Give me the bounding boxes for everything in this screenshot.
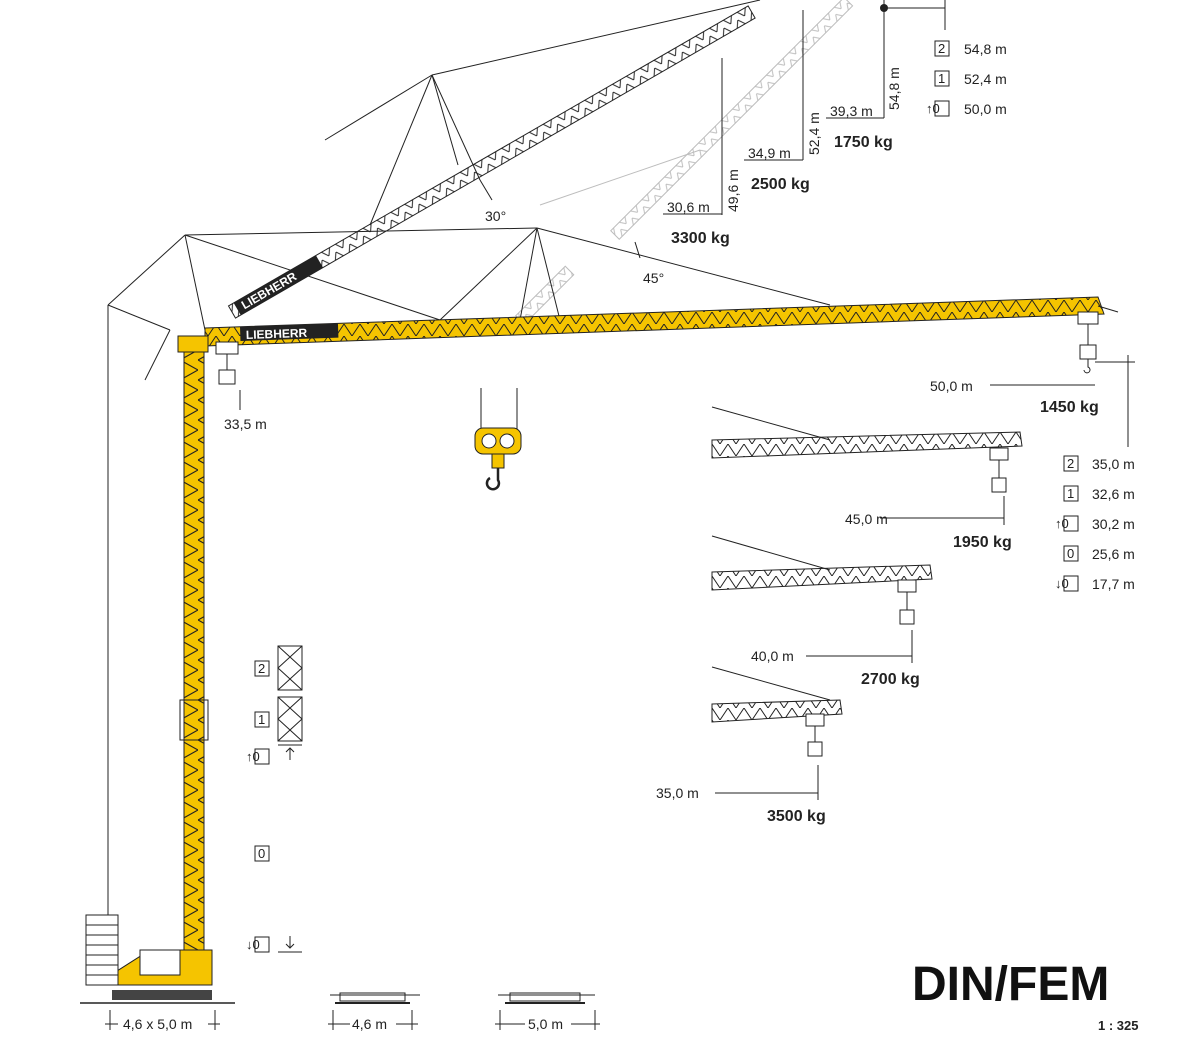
variant-45-radius: 45,0 m [845,511,888,527]
height-54-8: 54,8 m [886,67,902,110]
h45-value-0: 50,0 m [964,101,1007,117]
height-49-6: 49,6 m [725,169,741,212]
radius-50-0: 50,0 m [930,378,973,394]
base-dimensions: 4,6 x 5,0 m 4,6 m 5,0 m [105,992,600,1033]
load-1450: 1450 kg [1040,399,1099,416]
tower-mark-0: 0 [258,846,265,861]
jib-45-ghost [515,0,854,325]
base-46-label: 4,6 m [352,1016,387,1032]
standard-title: DIN/FEM [912,958,1109,1011]
hh-mark-down0: ↓0 [1055,576,1069,591]
hook-top-icon [880,4,888,12]
hh-value-1: 32,6 m [1092,486,1135,502]
jib-horizontal: LIEBHERR [107,227,1119,385]
h45-mark-1: 1 [938,71,945,86]
tower-mark-2: 2 [258,661,265,676]
tower-mast [80,304,235,1004]
jib-variant-45: 45,0 m 1950 kg [711,406,1023,551]
hh-value-down0: 17,7 m [1092,576,1135,592]
radius-34-9: 34,9 m [748,145,791,161]
hh-value-up0: 30,2 m [1092,516,1135,532]
base-main-label: 4,6 x 5,0 m [123,1016,192,1032]
variant-45-load: 1950 kg [953,534,1012,551]
jib-horizontal-brand: LIEBHERR [246,326,308,342]
height-52-4: 52,4 m [806,112,822,155]
tower-section-marks: 2 1 ↑0 0 ↓0 [246,645,303,953]
tower-mark-up0: ↑0 [246,749,260,764]
variant-35-radius: 35,0 m [656,785,699,801]
tower-mark-1: 1 [258,712,265,727]
h45-value-1: 52,4 m [964,71,1007,87]
hook-block-icon [474,388,522,491]
jib-45-height-list: 2 54,8 m 1 52,4 m ↑0 50,0 m [926,40,1007,117]
hh-mark-0: 0 [1067,546,1074,561]
hh-value-0: 25,6 m [1092,546,1135,562]
hh-value-2: 35,0 m [1092,456,1135,472]
variant-40-load: 2700 kg [861,671,920,688]
jib-45-dimensions: 54,8 m 52,4 m 49,6 m 39,3 m 34,9 m 30,6 … [663,0,946,247]
variant-40-radius: 40,0 m [751,648,794,664]
load-2500: 2500 kg [751,176,810,193]
hh-mark-2: 2 [1067,456,1074,471]
tower-mark-down0: ↓0 [246,937,260,952]
hh-mark-up0: ↑0 [1055,516,1069,531]
angle-45-label: 45° [643,270,664,286]
radius-30-6: 30,6 m [667,199,710,215]
h45-mark-0: ↑0 [926,101,940,116]
h45-mark-2: 2 [938,41,945,56]
radius-33-5: 33,5 m [224,416,267,432]
radius-39-3: 39,3 m [830,103,873,119]
hh-mark-1: 1 [1067,486,1074,501]
base-variant-50: 5,0 m [495,992,600,1033]
load-3300: 3300 kg [671,230,730,247]
jib-horizontal-dimensions: 33,5 m 50,0 m 1450 kg [224,355,1135,447]
variant-35-load: 3500 kg [767,808,826,825]
h45-value-2: 54,8 m [964,41,1007,57]
base-variant-46: 4,6 m [328,992,420,1033]
scale-label: 1 : 325 [1098,1018,1138,1033]
angle-30-label: 30° [485,208,506,224]
jib-30-truss: LIEBHERR 30° 45° [227,0,761,319]
jib-variant-40: 40,0 m 2700 kg [711,535,933,688]
load-1750: 1750 kg [834,134,893,151]
base-50-label: 5,0 m [528,1016,563,1032]
hook-height-list: 2 35,0 m 1 32,6 m ↑0 30,2 m 0 25,6 m ↓0 … [1055,455,1135,592]
jib-variant-35: 35,0 m 3500 kg [656,666,843,825]
jib-30-brand: LIEBHERR [239,269,299,312]
